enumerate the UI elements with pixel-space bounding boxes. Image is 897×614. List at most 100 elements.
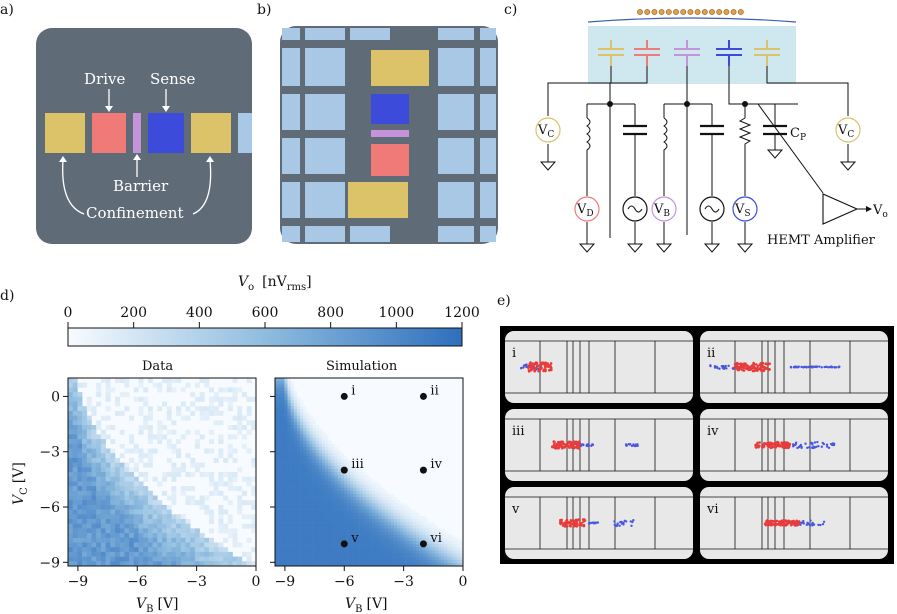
simulation-frame-i: i — [505, 331, 693, 403]
simulation-axes-frame — [274, 377, 464, 567]
x-tick-label: 0 — [252, 574, 261, 590]
electrode-tile — [305, 138, 345, 174]
vd-label: VD — [576, 202, 594, 219]
sense-label: Sense — [150, 70, 196, 88]
vc-left-label: VC — [537, 123, 554, 140]
confinement-gate-right — [191, 113, 231, 153]
panel-label-a: a) — [0, 2, 14, 18]
frame-label: i — [512, 346, 516, 361]
data-heatmap — [68, 378, 256, 566]
x-tick-label: −3 — [186, 574, 207, 590]
electrode-tile — [480, 48, 496, 86]
panel-label-d: d) — [0, 288, 14, 304]
hemt-label: HEMT Amplifier — [767, 233, 876, 248]
electrode-tile — [305, 28, 345, 40]
sim-point-label: v — [350, 531, 359, 546]
data-ylabel: VC[V] — [11, 462, 30, 505]
electrode-edge — [238, 113, 252, 153]
panel-label-c: c) — [504, 2, 517, 18]
y-tick-label: −3 — [39, 445, 60, 461]
electron-dot — [694, 9, 701, 15]
simulation-frame-ii: ii — [700, 331, 888, 403]
confinement-gate-left — [45, 113, 85, 153]
electrode-tile — [438, 226, 474, 242]
panel-c-circuit: VC VC VD VB VS CP Vo HEMT Amplifier — [535, 9, 888, 253]
simulation-frame-iv: iv — [700, 409, 888, 481]
electrode-tile — [438, 182, 474, 218]
drive-gate-b — [371, 144, 409, 176]
electron-dot — [673, 9, 679, 15]
electron-dot — [637, 9, 643, 15]
sim-point-label: iii — [351, 457, 363, 472]
cp-label: CP — [790, 126, 806, 143]
y-tick-label: 0 — [51, 389, 60, 405]
hemt-amplifier-symbol — [822, 193, 859, 225]
electrode-tile — [438, 138, 474, 174]
electrode-tile — [480, 182, 496, 218]
barrier-gate — [133, 113, 141, 153]
panel-label-b: b) — [257, 2, 271, 18]
barrier-label: Barrier — [113, 177, 169, 195]
sim-point-i — [340, 392, 348, 400]
electron-dot — [730, 9, 737, 15]
colorbar-tick-label: 0 — [64, 305, 73, 321]
electrode-tile — [282, 182, 300, 218]
y-tick-label: −6 — [39, 500, 60, 516]
simulation-frame-vi: vi — [700, 487, 888, 559]
vc-right-label: VC — [837, 123, 854, 140]
electrode-tile — [480, 226, 496, 242]
sim-point-ii — [419, 392, 427, 400]
barrier-gate-b — [371, 130, 409, 137]
x-tick-label: −9 — [275, 574, 296, 590]
vs-label: VS — [734, 202, 751, 219]
electrode-tile — [438, 28, 474, 40]
y-tick-label: −9 — [39, 555, 60, 571]
electron-dot — [687, 9, 694, 15]
confinement-gate-bottom — [348, 182, 408, 218]
colorbar-tick-label: 600 — [252, 305, 279, 321]
confinement-label: Confinement — [86, 204, 184, 222]
electron-dot — [644, 9, 651, 15]
electrode-tile — [350, 28, 390, 40]
electrode-tile — [282, 48, 300, 86]
electrode-tile — [282, 94, 300, 130]
sense-gate — [148, 113, 184, 153]
sim-point-label: vi — [429, 531, 442, 546]
electrode-tile — [438, 48, 474, 86]
electrode-tile — [305, 182, 345, 218]
sense-gate-b — [371, 94, 409, 124]
panel-label-e: e) — [497, 293, 511, 309]
colorbar-tick-label: 1200 — [444, 305, 480, 321]
electron-dot — [665, 9, 672, 15]
frame-label: iv — [707, 424, 719, 439]
x-tick-label: 0 — [459, 574, 468, 590]
electron-dot — [709, 9, 715, 15]
electrode-tile — [282, 226, 300, 242]
sim-point-iii — [340, 466, 348, 474]
colorbar-label: Vo[nVrms] — [238, 274, 312, 293]
electrode-tile — [480, 28, 496, 40]
colorbar-gradient — [67, 327, 463, 347]
electrode-tile — [305, 94, 345, 130]
sim-point-label: iv — [430, 457, 442, 472]
x-tick-label: −6 — [334, 574, 355, 590]
data-title: Data — [142, 359, 173, 374]
electron-layer — [587, 17, 797, 23]
panel-b-device — [280, 26, 498, 244]
electrode-tile — [305, 226, 345, 242]
electron-dot — [680, 9, 687, 15]
chip-background — [36, 28, 252, 244]
data-xlabel: VB[V] — [136, 596, 179, 614]
colorbar-tick-label: 200 — [120, 305, 147, 321]
sim-point-label: i — [351, 383, 355, 398]
frame-label: iii — [512, 424, 524, 439]
simulation-title: Simulation — [326, 359, 398, 374]
colorbar-tick-label: 400 — [186, 305, 213, 321]
electrode-tile — [282, 138, 300, 174]
electron-dot — [651, 9, 658, 15]
electron-dot — [701, 9, 708, 15]
sim-point-iv — [419, 466, 427, 474]
vo-label: Vo — [872, 203, 888, 220]
